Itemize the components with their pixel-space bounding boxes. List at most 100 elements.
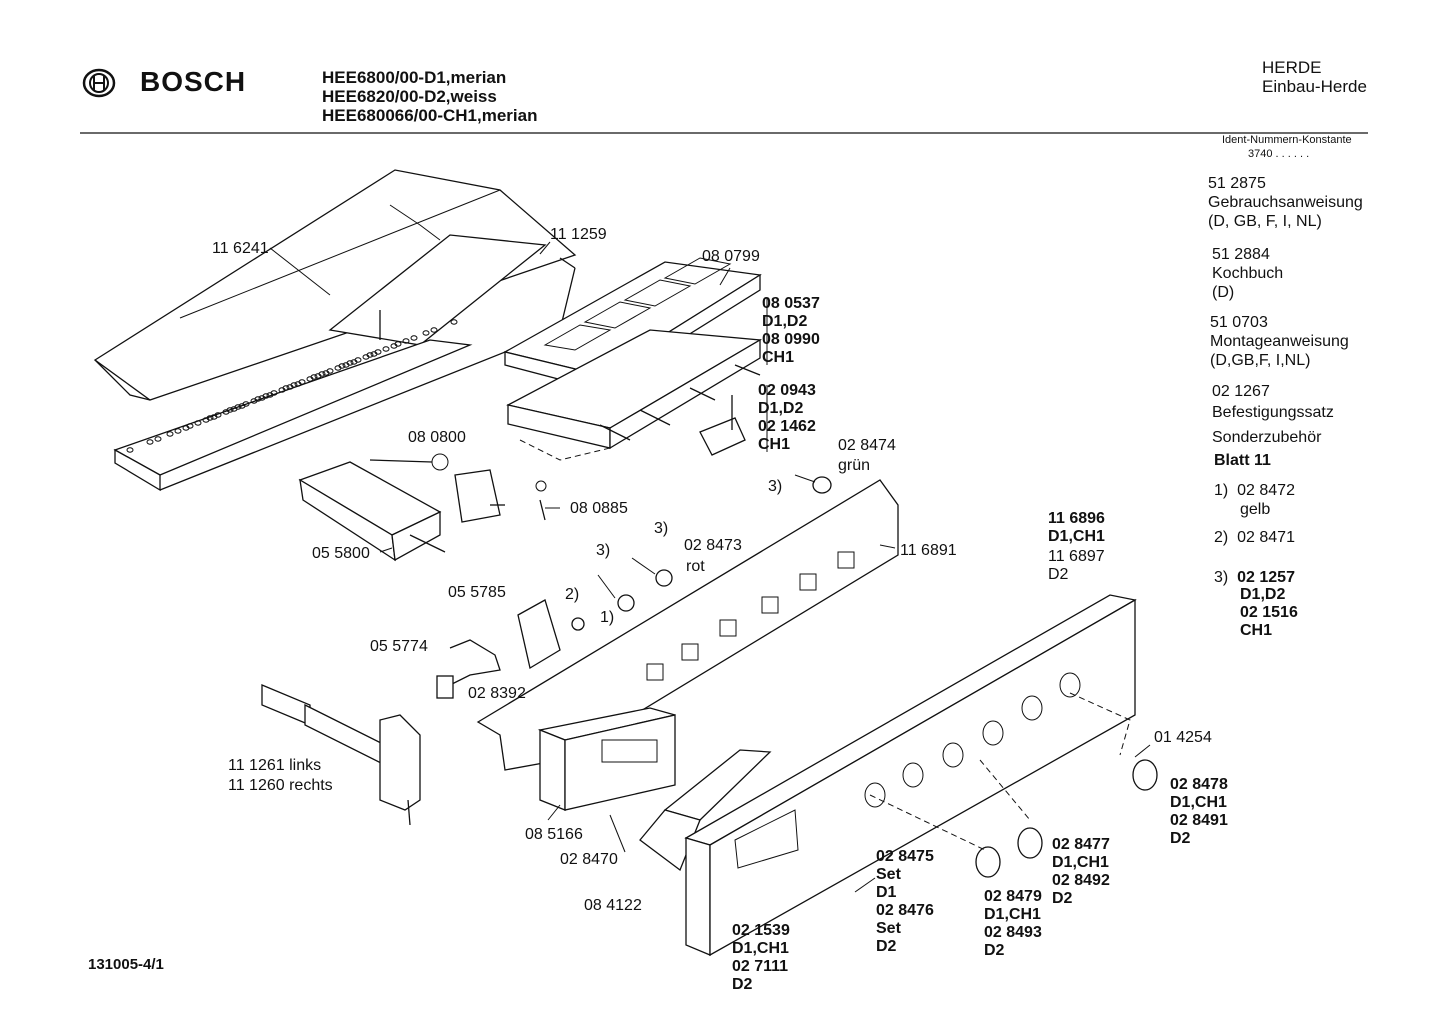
vent-hole: [382, 346, 390, 352]
part-code: 02 1539: [732, 922, 790, 939]
doc-name: Gebrauchsanweisung: [1208, 194, 1363, 211]
note-item: 1) 02 8472: [1214, 481, 1295, 500]
note-key: 1): [1214, 482, 1229, 499]
part-variant: D1,D2: [762, 313, 808, 330]
vent-hole: [234, 404, 242, 410]
part-variant: Set: [876, 866, 901, 883]
vent-hole: [154, 436, 162, 442]
note-marker: 3): [654, 520, 669, 537]
switch-drawing: [699, 395, 746, 456]
part-group: 02 0943 D1,D2 02 1462 CH1: [758, 382, 816, 454]
vent-hole: [242, 401, 250, 407]
doc-item: 51 2875 Gebrauchsanweisung (D, GB, F, I,…: [1208, 174, 1363, 231]
part-label: 02 8470: [560, 851, 618, 868]
part-label: 08 4122: [584, 897, 642, 914]
part-label: 11 1261 links: [228, 757, 322, 774]
brand-name: BOSCH: [140, 66, 247, 97]
part-group: 11 6896 D1,CH1 11 6897 D2: [1048, 510, 1105, 584]
front-panel-drawing: [684, 594, 1137, 957]
part-code: 02 8479: [984, 888, 1042, 905]
part-code: 02 7111: [732, 958, 789, 975]
ident-label: Ident-Nummern-Konstante: [1222, 134, 1352, 146]
knob-hole: [864, 782, 886, 808]
vent-hole: [326, 368, 334, 374]
vent-hole: [338, 363, 346, 369]
part-group: 08 0537 D1,D2 08 0990 CH1: [762, 295, 820, 367]
part-label: 08 5166: [525, 826, 583, 843]
part-variant: D2: [732, 976, 753, 993]
vent-hole: [394, 341, 402, 347]
part-variant: D1,D2: [758, 400, 804, 417]
part-label: 02 8473: [684, 537, 742, 554]
part-label: 02 8392: [468, 685, 526, 702]
display-module-drawing: [537, 707, 676, 811]
vent-hole: [206, 415, 214, 421]
vent-hole: [290, 382, 298, 388]
ident-value: 3740 . . . . . .: [1248, 148, 1310, 160]
control-frame-drawing: [639, 749, 772, 872]
leader-lines: [269, 241, 1151, 893]
vent-hole: [354, 357, 362, 363]
part-group: 02 8477 D1,CH1 02 8492 D2: [1052, 836, 1110, 908]
vent-hole: [254, 396, 262, 402]
part-group: 02 1539 D1,CH1 02 7111 D2: [732, 922, 790, 994]
vent-hole: [214, 412, 222, 418]
part-code: 08 0990: [762, 331, 820, 348]
thermostat-drawing: [369, 453, 505, 523]
doc-number: 02 1267: [1212, 383, 1270, 400]
note-key: 2): [1214, 529, 1229, 546]
vent-hole: [410, 335, 418, 341]
part-label: 05 5800: [312, 545, 370, 562]
part-group: 02 8478 D1,CH1 02 8491 D2: [1170, 776, 1228, 848]
screw-drawing: [539, 499, 546, 521]
part-code: 02 8478: [1170, 776, 1228, 793]
part-variant: D2: [984, 942, 1005, 959]
part-label: 11 1259: [550, 226, 607, 243]
part-variant: D1: [876, 884, 897, 901]
vent-hole: [226, 407, 234, 413]
part-code: 02 8476: [876, 902, 934, 919]
vent-hole: [186, 423, 194, 429]
vent-hole: [194, 420, 202, 426]
trim-rail-drawing: [93, 169, 577, 401]
doc-lang: (D,GB,F, I,NL): [1210, 352, 1311, 369]
note-key: 3): [1214, 569, 1229, 586]
knob-hole: [982, 720, 1004, 746]
perforated-panel-drawing: [113, 267, 576, 492]
doc-name: Befestigungssatz: [1212, 404, 1334, 421]
part-label: 05 5774: [370, 638, 428, 655]
part-label: 11 6891: [900, 542, 957, 559]
lamp-drawing: [571, 474, 832, 631]
part-variant: D1,CH1: [1052, 854, 1109, 871]
part-label: 08 0885: [570, 500, 628, 517]
part-label: 11 6241: [212, 240, 269, 257]
part-label: 05 5785: [448, 584, 506, 601]
panel-cutout: [761, 596, 779, 614]
note-line: 02 1516: [1240, 604, 1298, 621]
part-code: 02 8493: [984, 924, 1042, 941]
category: HERDE: [1262, 58, 1322, 77]
note-sub: gelb: [1240, 501, 1271, 518]
part-label: 08 0799: [702, 248, 760, 265]
note-item: 3) 02 1257: [1214, 568, 1295, 587]
part-variant: D2: [1048, 566, 1069, 583]
panel-cutout: [799, 573, 817, 591]
note-line: CH1: [1240, 622, 1273, 639]
part-code: 11 6896: [1048, 510, 1105, 527]
knob-hole: [1021, 695, 1043, 721]
doc-item: 51 2884 Kochbuch (D): [1212, 245, 1283, 302]
vent-hole: [146, 439, 154, 445]
panel-cutout: [719, 619, 737, 637]
vent-hole: [422, 330, 430, 336]
vent-hole: [126, 447, 134, 453]
vent-hole: [318, 371, 326, 377]
doc-number: 131005-4/1: [88, 956, 164, 973]
vent-hole: [298, 379, 306, 385]
bosch-logo-icon: [82, 68, 116, 103]
note-marker: 1): [600, 609, 615, 626]
panel-cutout: [646, 663, 664, 681]
part-code: 02 8475: [876, 848, 934, 865]
subcategory: Einbau-Herde: [1262, 77, 1367, 96]
part-variant: D2: [1052, 890, 1073, 907]
